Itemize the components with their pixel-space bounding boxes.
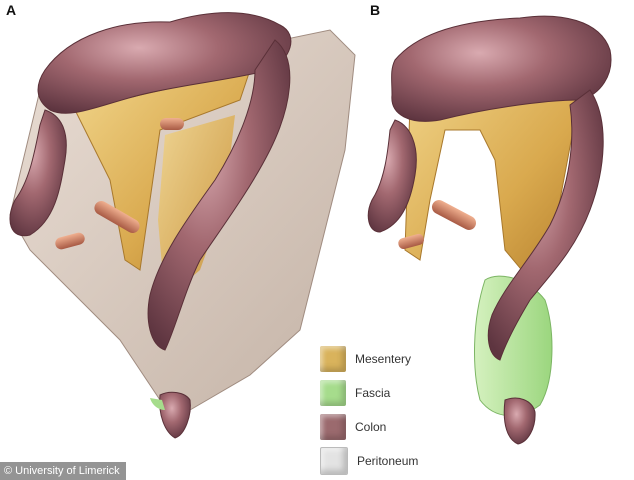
mesentery-swatch-icon: [320, 346, 346, 372]
fascia-swatch-icon: [320, 380, 346, 406]
ascending-colon-a: [9, 109, 67, 237]
legend-label: Fascia: [355, 386, 391, 400]
legend-item-peritoneum: Peritoneum: [320, 444, 480, 478]
descending-colon-a: [147, 39, 291, 351]
panel-b-illustration: [367, 15, 612, 445]
legend-label: Mesentery: [355, 352, 412, 366]
vessel-a-1: [94, 201, 140, 233]
legend-label: Peritoneum: [357, 454, 419, 468]
legend-item-fascia: Fascia: [320, 376, 480, 410]
panel-a-illustration: [9, 12, 356, 439]
panel-label-b: B: [370, 2, 381, 18]
rectum-a: [159, 391, 191, 439]
vessel-b-2: [398, 233, 424, 250]
colon-swatch-icon: [320, 414, 346, 440]
legend-item-mesentery: Mesentery: [320, 342, 480, 376]
ascending-colon-b: [367, 119, 417, 233]
legend-item-colon: Colon: [320, 410, 480, 444]
descending-colon-b: [487, 89, 604, 361]
legend-label: Colon: [355, 420, 387, 434]
vessel-a-3: [160, 118, 184, 130]
vessel-a-2: [55, 232, 85, 250]
image-credit: © University of Limerick: [0, 462, 126, 480]
rectum-b: [503, 397, 536, 445]
panel-label-a: A: [6, 2, 17, 18]
vessel-b-1: [431, 200, 477, 230]
peritoneum-swatch-icon: [320, 447, 348, 475]
legend: Mesentery Fascia Colon Peritoneum: [320, 342, 480, 478]
fascia-hint-a: [150, 398, 165, 410]
